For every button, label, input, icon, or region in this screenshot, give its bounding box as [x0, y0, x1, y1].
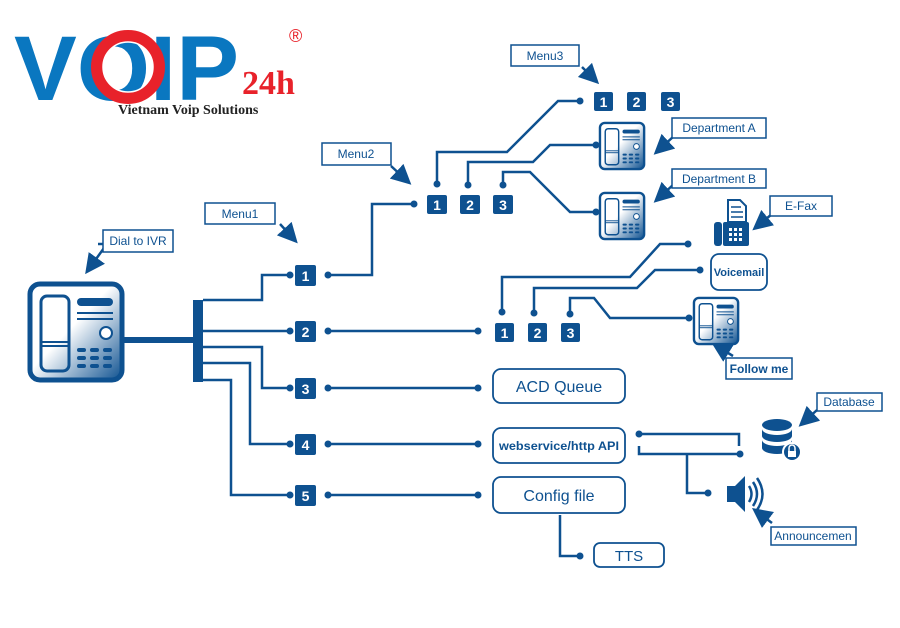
callout-announcement: Announcemen [770, 526, 857, 546]
svg-text:2: 2 [633, 94, 641, 110]
node-webservice[interactable]: webservice/http API [492, 427, 626, 464]
logo-suffix: 24h [242, 65, 295, 102]
callout-announce-text: Announcemen [774, 529, 851, 543]
submenu2-key[interactable]: 1 [495, 323, 514, 342]
connector-dots [286, 97, 744, 560]
callout-menu1-text: Menu1 [222, 207, 259, 221]
callout-menu2-text: Menu2 [338, 147, 375, 161]
voicemail-label: Voicemail [714, 267, 765, 279]
fax-icon [714, 199, 749, 246]
callout-menu2: Menu2 [321, 142, 392, 166]
node-voicemail[interactable]: Voicemail [710, 253, 768, 291]
svg-text:2: 2 [466, 197, 474, 213]
menu3-key[interactable]: 2 [627, 92, 646, 111]
callout-department-b: Department B [671, 168, 767, 189]
svg-text:1: 1 [302, 268, 310, 284]
node-acd-queue[interactable]: ACD Queue [492, 368, 626, 404]
connector-lines [85, 62, 821, 558]
svg-text:5: 5 [302, 488, 310, 504]
submenu2-key[interactable]: 3 [561, 323, 580, 342]
svg-text:2: 2 [302, 324, 310, 340]
menu1-key[interactable]: 5 [295, 485, 316, 506]
follow-me-phone-icon [692, 296, 740, 346]
callout-menu3-text: Menu3 [527, 49, 564, 63]
menu1-key[interactable]: 4 [295, 434, 316, 455]
callout-department-a: Department A [671, 117, 767, 139]
speaker-icon [727, 476, 764, 512]
logo-ring [91, 30, 165, 104]
config-file-label: Config file [523, 488, 594, 505]
callout-dept-a-text: Department A [682, 121, 755, 135]
menu3-keys: 1 2 3 [594, 92, 680, 111]
callout-database-text: Database [823, 395, 875, 409]
menu2-key[interactable]: 2 [460, 195, 480, 214]
dept-a-phone-icon [598, 121, 646, 171]
menu1-key[interactable]: 1 [295, 265, 316, 286]
menu2-key[interactable]: 3 [493, 195, 513, 214]
callout-follow-text: Follow me [730, 362, 789, 376]
menu1-key[interactable]: 3 [295, 378, 316, 399]
tts-label: TTS [615, 548, 643, 565]
menu2-key[interactable]: 1 [427, 195, 447, 214]
database-lock-icon [762, 419, 802, 462]
svg-text:3: 3 [667, 94, 675, 110]
registered-mark: ® [289, 26, 302, 46]
callout-follow-me: Follow me [725, 357, 793, 380]
dept-b-phone-icon [598, 191, 646, 241]
menu2-keys: 1 2 3 [427, 195, 513, 214]
callout-efax: E-Fax [769, 195, 833, 217]
submenu2-keys: 1 2 3 [495, 323, 580, 342]
svg-text:3: 3 [499, 197, 507, 213]
svg-text:4: 4 [302, 437, 310, 453]
svg-text:1: 1 [433, 197, 441, 213]
callout-menu3: Menu3 [510, 44, 580, 67]
svg-text:1: 1 [600, 94, 608, 110]
menu1-keys: 1 2 3 4 5 [295, 265, 316, 506]
callout-dial-text: Dial to IVR [109, 234, 167, 248]
node-config-file[interactable]: Config file [492, 476, 626, 514]
callout-dept-b-text: Department B [682, 172, 756, 186]
svg-text:3: 3 [302, 381, 310, 397]
logo-tagline: Vietnam Voip Solutions [118, 103, 259, 118]
menu3-key[interactable]: 1 [594, 92, 613, 111]
acd-queue-label: ACD Queue [516, 379, 602, 396]
svg-text:1: 1 [501, 325, 509, 341]
menu1-key[interactable]: 2 [295, 321, 316, 342]
caller-phone-icon [30, 284, 122, 380]
node-tts[interactable]: TTS [593, 542, 665, 568]
callout-dial-to-ivr: Dial to IVR [102, 229, 174, 253]
logo: VOIP 24h ® Vietnam Voip Solutions [14, 18, 302, 120]
menu3-key[interactable]: 3 [661, 92, 680, 111]
webservice-label: webservice/http API [498, 439, 619, 453]
callout-menu1: Menu1 [204, 202, 276, 225]
submenu2-key[interactable]: 2 [528, 323, 547, 342]
svg-text:2: 2 [534, 325, 542, 341]
callout-efax-text: E-Fax [785, 199, 817, 213]
callout-database: Database [816, 392, 883, 412]
svg-text:3: 3 [567, 325, 575, 341]
